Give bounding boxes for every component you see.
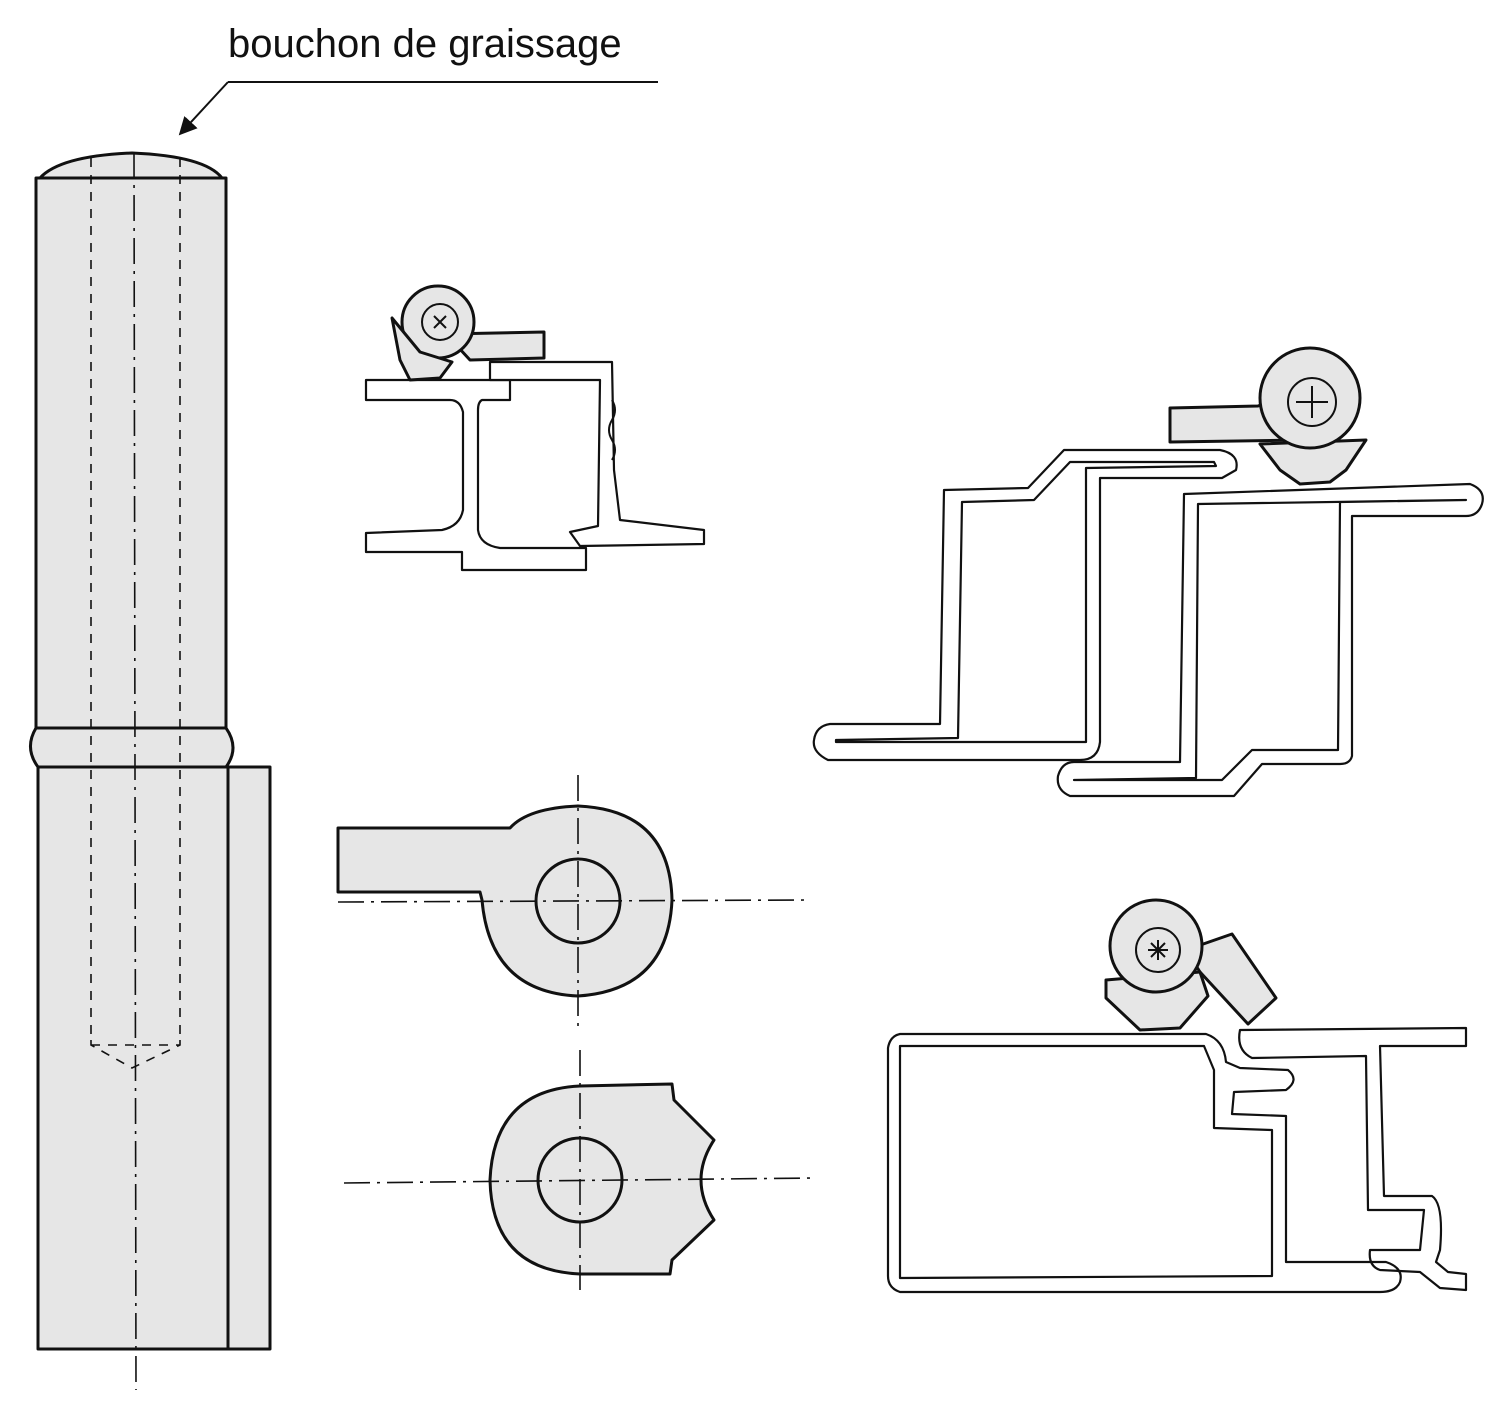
knuckle-star-box (1148, 940, 1168, 960)
weld-bead-small (390, 316, 454, 382)
callout-leader-arrow (178, 81, 229, 136)
frame-profile-outer (812, 448, 1238, 762)
box-door-profile (1238, 1026, 1468, 1292)
box-frame-inner (898, 1044, 1274, 1280)
lower-barrel (36, 765, 230, 1351)
leaf-horizontal-centerline (337, 899, 807, 903)
z-profile-inner-wave (608, 399, 616, 461)
welding-leaf (226, 765, 272, 1351)
hinge-on-pressed-steel-frame-detail (812, 346, 1484, 798)
leaf-top-view (336, 775, 807, 1030)
door-profile-inner (1072, 498, 1468, 782)
knuckle-bore-box (1135, 927, 1181, 973)
pin-axis-centerline (133, 151, 137, 1391)
hinge-on-steel-section-detail (364, 284, 706, 572)
barrel-joint-ring (29, 726, 235, 769)
grease-plug (38, 151, 224, 180)
hidden-drill-point (90, 1040, 181, 1069)
grease-plug-callout (178, 81, 658, 136)
hinge-knuckle-box (1108, 898, 1204, 994)
frame-profile-inner (834, 460, 1218, 744)
hinge-knuckle-large (1258, 346, 1362, 450)
knuckle-bore-large (1287, 377, 1337, 427)
hinge-on-box-frame-detail (886, 898, 1468, 1294)
knuckle-cross-large (1296, 386, 1328, 418)
grease-plug-callout-label: bouchon de graissage (228, 22, 622, 66)
i-beam-section (364, 378, 588, 572)
hinge-pin-side-elevation (29, 151, 272, 1391)
box-frame-outer (886, 1032, 1402, 1294)
weld-bead-large (1258, 438, 1368, 486)
knuckle-bore-small (421, 303, 459, 341)
notched-leaf-top-view (343, 1050, 815, 1290)
door-profile-outer (1056, 482, 1484, 798)
upper-barrel (34, 176, 228, 730)
z-profile-section (488, 360, 706, 548)
knuckle-cross-small (433, 315, 447, 329)
leaf-outline (336, 804, 674, 998)
notched-horizontal-centerline (343, 1177, 815, 1184)
